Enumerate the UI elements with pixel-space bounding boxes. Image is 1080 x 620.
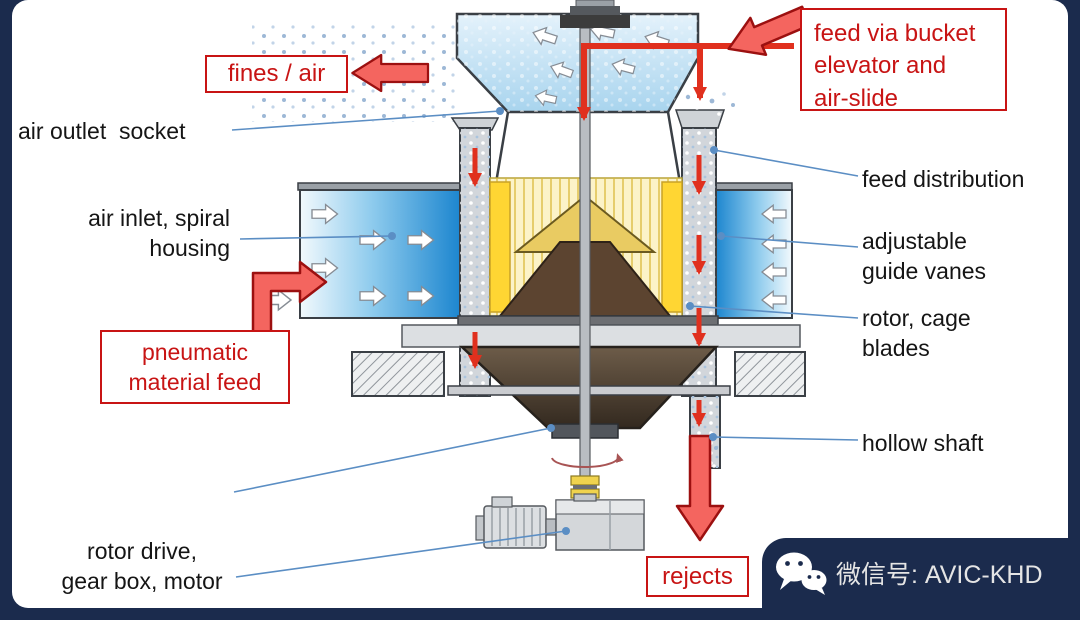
label-pneumatic-material-feed: pneumatic material feed [100, 330, 290, 404]
label-feed-via-line2: elevator and [814, 52, 947, 80]
label-rotor-drive-line1: rotor drive, [87, 538, 197, 564]
label-rotor-cage-blades: rotor, cage blades [862, 303, 971, 364]
label-feed-distribution: feed distribution [862, 166, 1025, 192]
label-rotor-cage-line1: rotor, cage [862, 305, 971, 331]
label-guide-vanes-line2: guide vanes [862, 258, 987, 285]
label-rotor-cage-line2: blades [862, 335, 930, 362]
label-rotor-drive-line2: gear box, motor [61, 568, 223, 595]
label-air-outlet-socket: air outlet socket [18, 118, 186, 144]
label-pneumatic-line2: material feed [128, 369, 262, 395]
label-pneumatic-line1: pneumatic [141, 338, 249, 365]
label-guide-vanes-line1: adjustable [862, 228, 967, 254]
label-adjustable-guide-vanes: adjustable guide vanes [862, 226, 986, 287]
label-air-inlet-line2: housing [149, 235, 230, 262]
label-fines-air: fines / air [205, 55, 348, 93]
label-rejects: rejects [646, 556, 749, 597]
watermark-bar: 微信号: AVIC-KHD [762, 538, 1068, 608]
label-feed-via-line1: feed via bucket [814, 20, 976, 47]
label-feed-via-line3: air-slide [814, 84, 899, 112]
watermark-text: 微信号: AVIC-KHD [836, 561, 1043, 589]
wechat-icon [776, 552, 827, 595]
label-rotor-drive-gearbox-motor: rotor drive, gear box, motor [46, 536, 238, 597]
label-air-inlet-line1: air inlet, spiral [88, 205, 230, 231]
label-air-inlet-spiral-housing: air inlet, spiral housing [38, 203, 230, 264]
label-feed-via-bucket-elevator: feed via bucket elevator and air-slide [800, 8, 1007, 112]
label-hollow-shaft: hollow shaft [862, 430, 984, 456]
